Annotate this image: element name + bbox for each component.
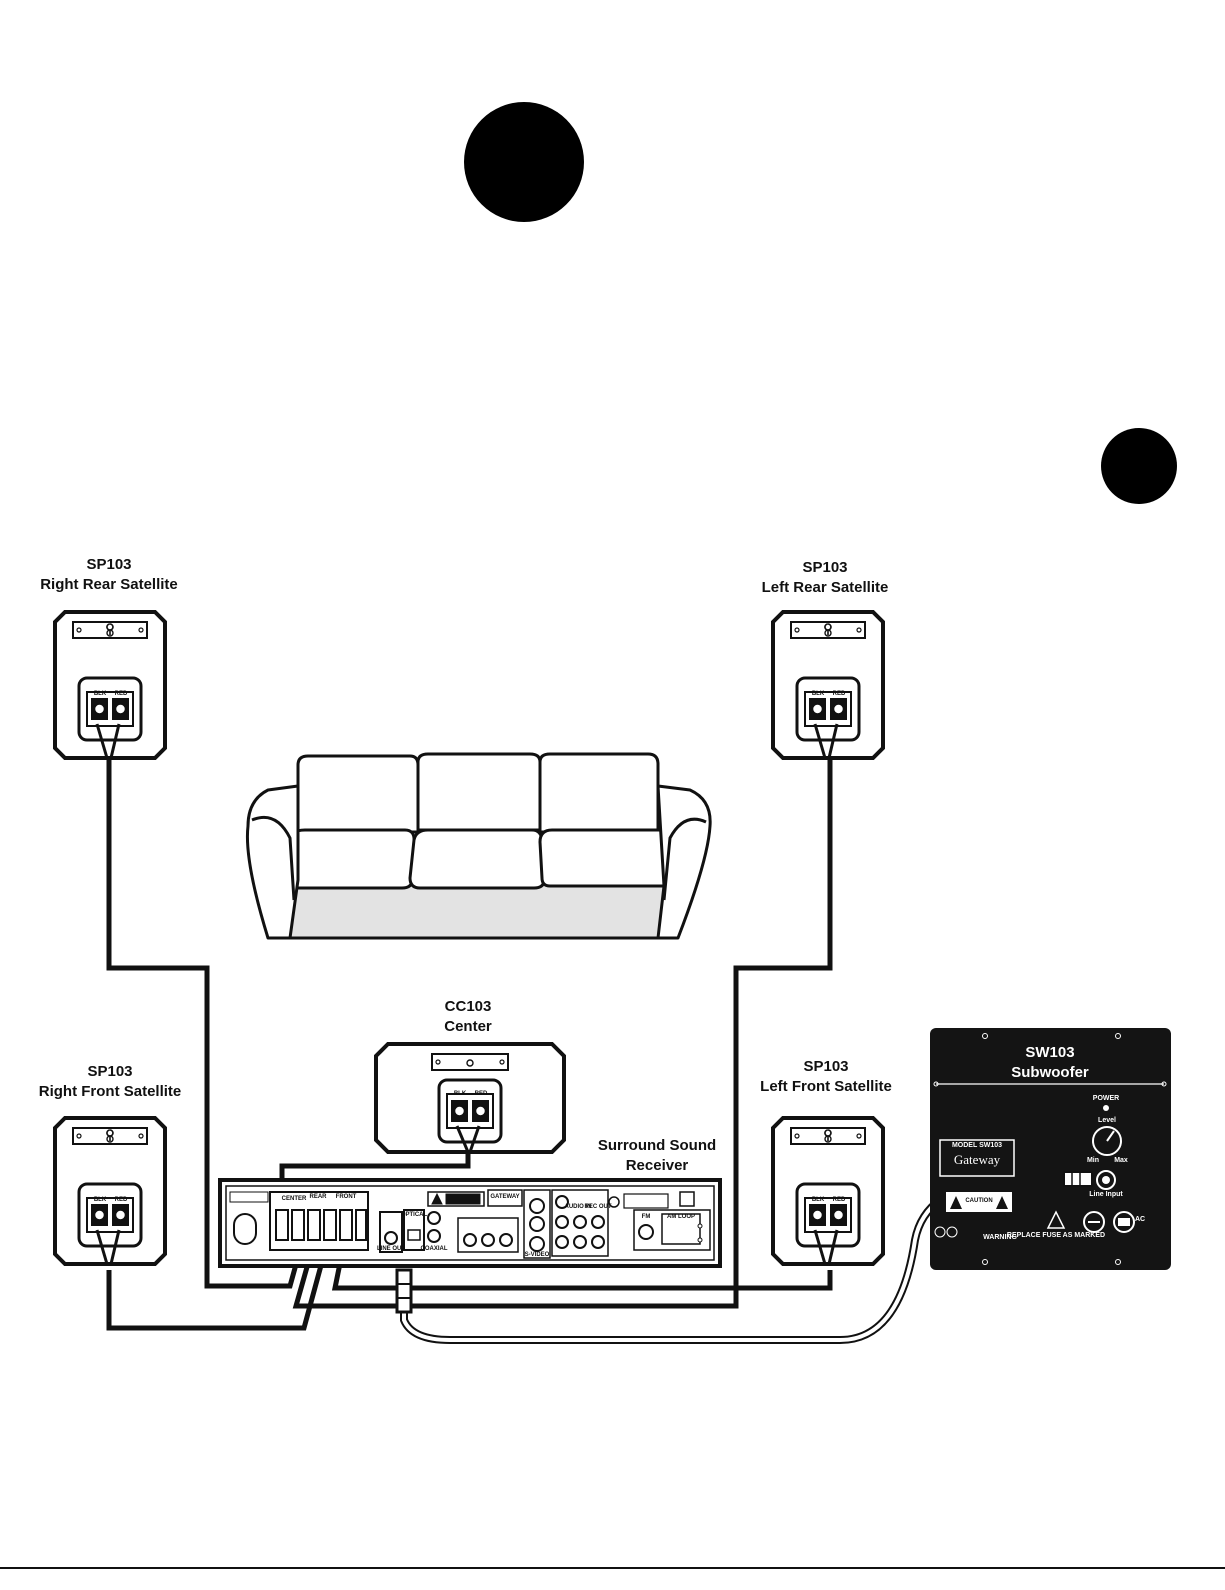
label-receiver-line1: Surround Sound [597, 1137, 717, 1154]
subwoofer-ac-label: AC [1134, 1216, 1146, 1223]
label-center: CC103 Center [444, 997, 492, 1037]
wire-right-front [106, 1213, 338, 1331]
subwoofer-fuse-note: REPLACE FUSE AS MARKED [1006, 1232, 1106, 1239]
speaker-left-rear [771, 610, 885, 760]
speaker-center [374, 1042, 566, 1154]
receiver-label-front: FRONT [335, 1194, 357, 1200]
terminal-blk-center: BLK [453, 1091, 467, 1097]
subwoofer-level-label: Level [1098, 1117, 1116, 1124]
label-right-rear-model: SP103 [86, 556, 132, 573]
receiver-label-rec-out: REC OUT [584, 1204, 612, 1210]
subwoofer-brand: Gateway [953, 1152, 1001, 1167]
label-left-front-model: SP103 [803, 1058, 849, 1075]
subwoofer-power-label: POWER [1092, 1095, 1120, 1102]
label-center-name: Center [444, 1018, 492, 1035]
subwoofer-warning-label: WARNING [983, 1234, 1017, 1241]
receiver-label-center: CENTER [281, 1196, 307, 1202]
label-left-front-name: Left Front Satellite [760, 1078, 892, 1095]
step-marker-small [1101, 428, 1177, 504]
terminal-red-right-front: RED [114, 1197, 128, 1203]
sofa-illustration [245, 752, 712, 940]
label-left-rear-model: SP103 [802, 559, 848, 576]
subwoofer-panel [930, 1028, 1171, 1270]
speaker-right-rear [53, 610, 167, 760]
subwoofer-min-label: Min [1086, 1157, 1100, 1164]
subwoofer-label: SW103 Subwoofer [1011, 1043, 1089, 1083]
receiver-label-am-loop: AM LOOP [667, 1214, 695, 1220]
wire-right-rear [106, 758, 313, 1289]
terminal-red-left-rear: RED [832, 691, 846, 697]
receiver-brand: GATEWAY [490, 1194, 520, 1200]
label-left-rear-name: Left Rear Satellite [761, 579, 889, 596]
label-left-rear: SP103 Left Rear Satellite [762, 558, 889, 598]
wire-left-rear [292, 758, 833, 1309]
terminal-blk-left-rear: BLK [811, 691, 825, 697]
receiver-rear-panel [218, 1178, 722, 1268]
label-right-rear: SP103 Right Rear Satellite [40, 555, 178, 595]
terminal-red-left-front: RED [832, 1197, 846, 1203]
label-left-front: SP103 Left Front Satellite [760, 1057, 892, 1097]
label-receiver: Surround Sound Receiver [598, 1136, 716, 1176]
receiver-label-s-video: S-VIDEO [524, 1252, 550, 1258]
receiver-label-line-out: LINE OUT [377, 1246, 405, 1252]
terminal-blk-right-rear: BLK [93, 691, 107, 697]
speaker-right-front [53, 1116, 167, 1266]
speaker-left-front [771, 1116, 885, 1266]
label-right-rear-name: Right Rear Satellite [40, 576, 178, 593]
terminal-red-right-rear: RED [114, 691, 128, 697]
receiver-label-coaxial: COAXIAL [420, 1246, 448, 1252]
label-center-model: CC103 [444, 998, 492, 1015]
subwoofer-max-label: Max [1114, 1157, 1128, 1164]
subwoofer-model: SW103 [1025, 1044, 1075, 1061]
label-receiver-line2: Receiver [625, 1157, 689, 1174]
label-right-front: SP103 Right Front Satellite [39, 1062, 182, 1102]
subwoofer-name: Subwoofer [1011, 1064, 1089, 1081]
receiver-label-fm: FM [641, 1214, 651, 1220]
subwoofer-model-plate: MODEL SW103 [951, 1142, 1003, 1149]
subwoofer-caution-label: CAUTION [965, 1198, 993, 1204]
terminal-blk-right-front: BLK [93, 1197, 107, 1203]
label-right-front-name: Right Front Satellite [38, 1083, 182, 1100]
receiver-label-audio-in: AUDIO IN [564, 1204, 592, 1210]
terminal-red-center: RED [474, 1091, 488, 1097]
receiver-label-rear: REAR [309, 1194, 327, 1200]
receiver-label-optical: OPTICAL [400, 1212, 428, 1218]
label-right-front-model: SP103 [87, 1063, 133, 1080]
step-marker-large [464, 102, 584, 222]
subwoofer-rca-plug [1063, 1171, 1093, 1187]
subwoofer-line-input-label: Line Input [1089, 1191, 1123, 1198]
terminal-blk-left-front: BLK [811, 1197, 825, 1203]
